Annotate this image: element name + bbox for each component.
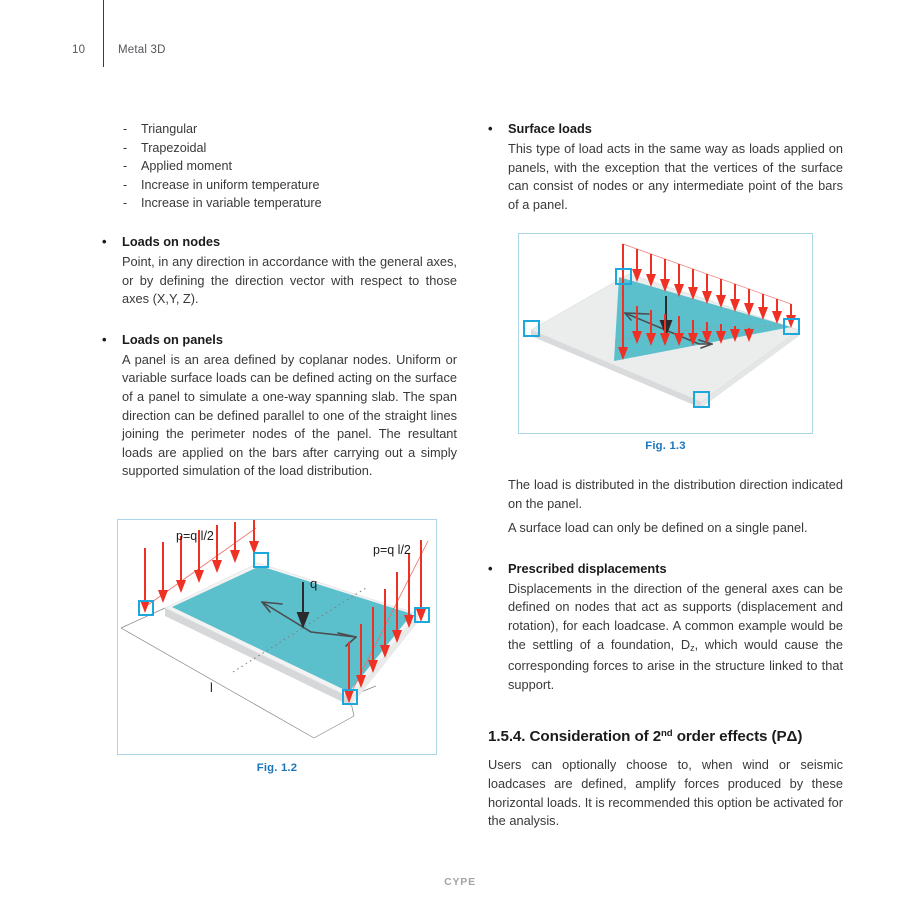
bullet-icon: •: [488, 560, 493, 576]
section-heading-label: Surface loads: [508, 121, 592, 136]
document-title: Metal 3D: [118, 44, 166, 56]
list-item-label: Trapezoidal: [141, 140, 207, 155]
right-column-top: • Surface loads This type of load acts i…: [488, 120, 843, 214]
dash-marker: -: [123, 177, 128, 192]
label-load-right: p=q l/2: [373, 543, 411, 557]
subscript-z: z: [690, 642, 695, 653]
label-point-load: q: [310, 576, 317, 591]
section-heading-label: Prescribed displacements: [508, 560, 667, 576]
section-loads-on-panels: • Loads on panels A panel is an area def…: [102, 331, 457, 481]
label-span-length: l: [210, 681, 213, 695]
list-item: - Applied moment: [102, 157, 457, 176]
heading-text-pre: 1.5.4. Consideration of 2: [488, 728, 662, 746]
figure-1-3: [518, 233, 813, 434]
figure-1-2-illustration: q p=q l/2: [120, 520, 430, 739]
heading-text-post: order effects (PΔ): [672, 728, 803, 746]
section-heading: • Prescribed displacements: [488, 560, 843, 577]
section-body: Displacements in the direction of the ge…: [488, 580, 843, 695]
dash-marker: -: [123, 159, 128, 174]
section-heading: • Loads on panels: [102, 331, 457, 348]
list-item-label: Increase in variable temperature: [141, 196, 322, 211]
paragraph-load-distribution: The load is distributed in the distribut…: [508, 477, 843, 511]
page-number: 10: [72, 44, 86, 56]
section-heading: • Surface loads: [488, 120, 843, 137]
load-type-list: - Triangular - Trapezoidal - Applied mom…: [102, 120, 457, 213]
heading-superscript: nd: [661, 728, 673, 740]
section-surface-loads: • Surface loads This type of load acts i…: [488, 120, 843, 214]
list-item: - Trapezoidal: [102, 139, 457, 158]
section-heading-label: Loads on nodes: [122, 233, 221, 249]
section-body: This type of load acts in the same way a…: [508, 141, 843, 212]
list-item-label: Increase in uniform temperature: [141, 177, 320, 192]
section-heading: • Loads on nodes: [102, 233, 457, 250]
header-divider-rule: [103, 0, 104, 67]
paragraph-single-panel: A surface load can only be defined on a …: [508, 520, 808, 536]
figure-1-3-caption: Fig. 1.3: [645, 440, 686, 452]
section-prescribed-displacements: • Prescribed displacements Displacements…: [488, 560, 843, 695]
bullet-icon: •: [488, 121, 493, 136]
dash-marker: -: [123, 140, 128, 155]
figure-1-3-illustration: [523, 243, 800, 408]
dash-marker: -: [123, 196, 128, 211]
right-column-bottom: The load is distributed in the distribut…: [488, 476, 843, 831]
body-text-part-2: , which would cause the corresponding fo…: [508, 636, 843, 692]
label-load-left: p=q l/2: [176, 529, 214, 543]
footer-brand: CYPE: [444, 876, 476, 888]
bullet-icon: •: [102, 233, 107, 249]
list-item: - Increase in variable temperature: [102, 194, 457, 213]
section-loads-on-nodes: • Loads on nodes Point, in any direction…: [102, 233, 457, 309]
list-item: - Triangular: [102, 120, 457, 139]
section-heading-label: Loads on panels: [122, 331, 223, 347]
dash-marker: -: [123, 122, 128, 136]
bullet-icon: •: [102, 331, 107, 347]
figure-1-2-caption: Fig. 1.2: [256, 762, 298, 774]
section-1-5-4-body: Users can optionally choose to, when win…: [488, 757, 843, 829]
section-body: A panel is an area defined by coplanar n…: [122, 351, 457, 479]
section-heading-1-5-4: 1.5.4. Consideration of 2nd order effect…: [488, 728, 843, 745]
left-column: - Triangular - Trapezoidal - Applied mom…: [102, 120, 457, 481]
section-body: Point, in any direction in accordance wi…: [122, 253, 457, 307]
body-text-part-1: Displacements in the direction of the ge…: [508, 580, 843, 652]
list-item: - Increase in uniform temperature: [102, 176, 457, 195]
figure-1-2: q p=q l/2: [117, 519, 437, 755]
list-item-label: Applied moment: [141, 159, 233, 174]
list-item-label: Triangular: [141, 122, 198, 136]
